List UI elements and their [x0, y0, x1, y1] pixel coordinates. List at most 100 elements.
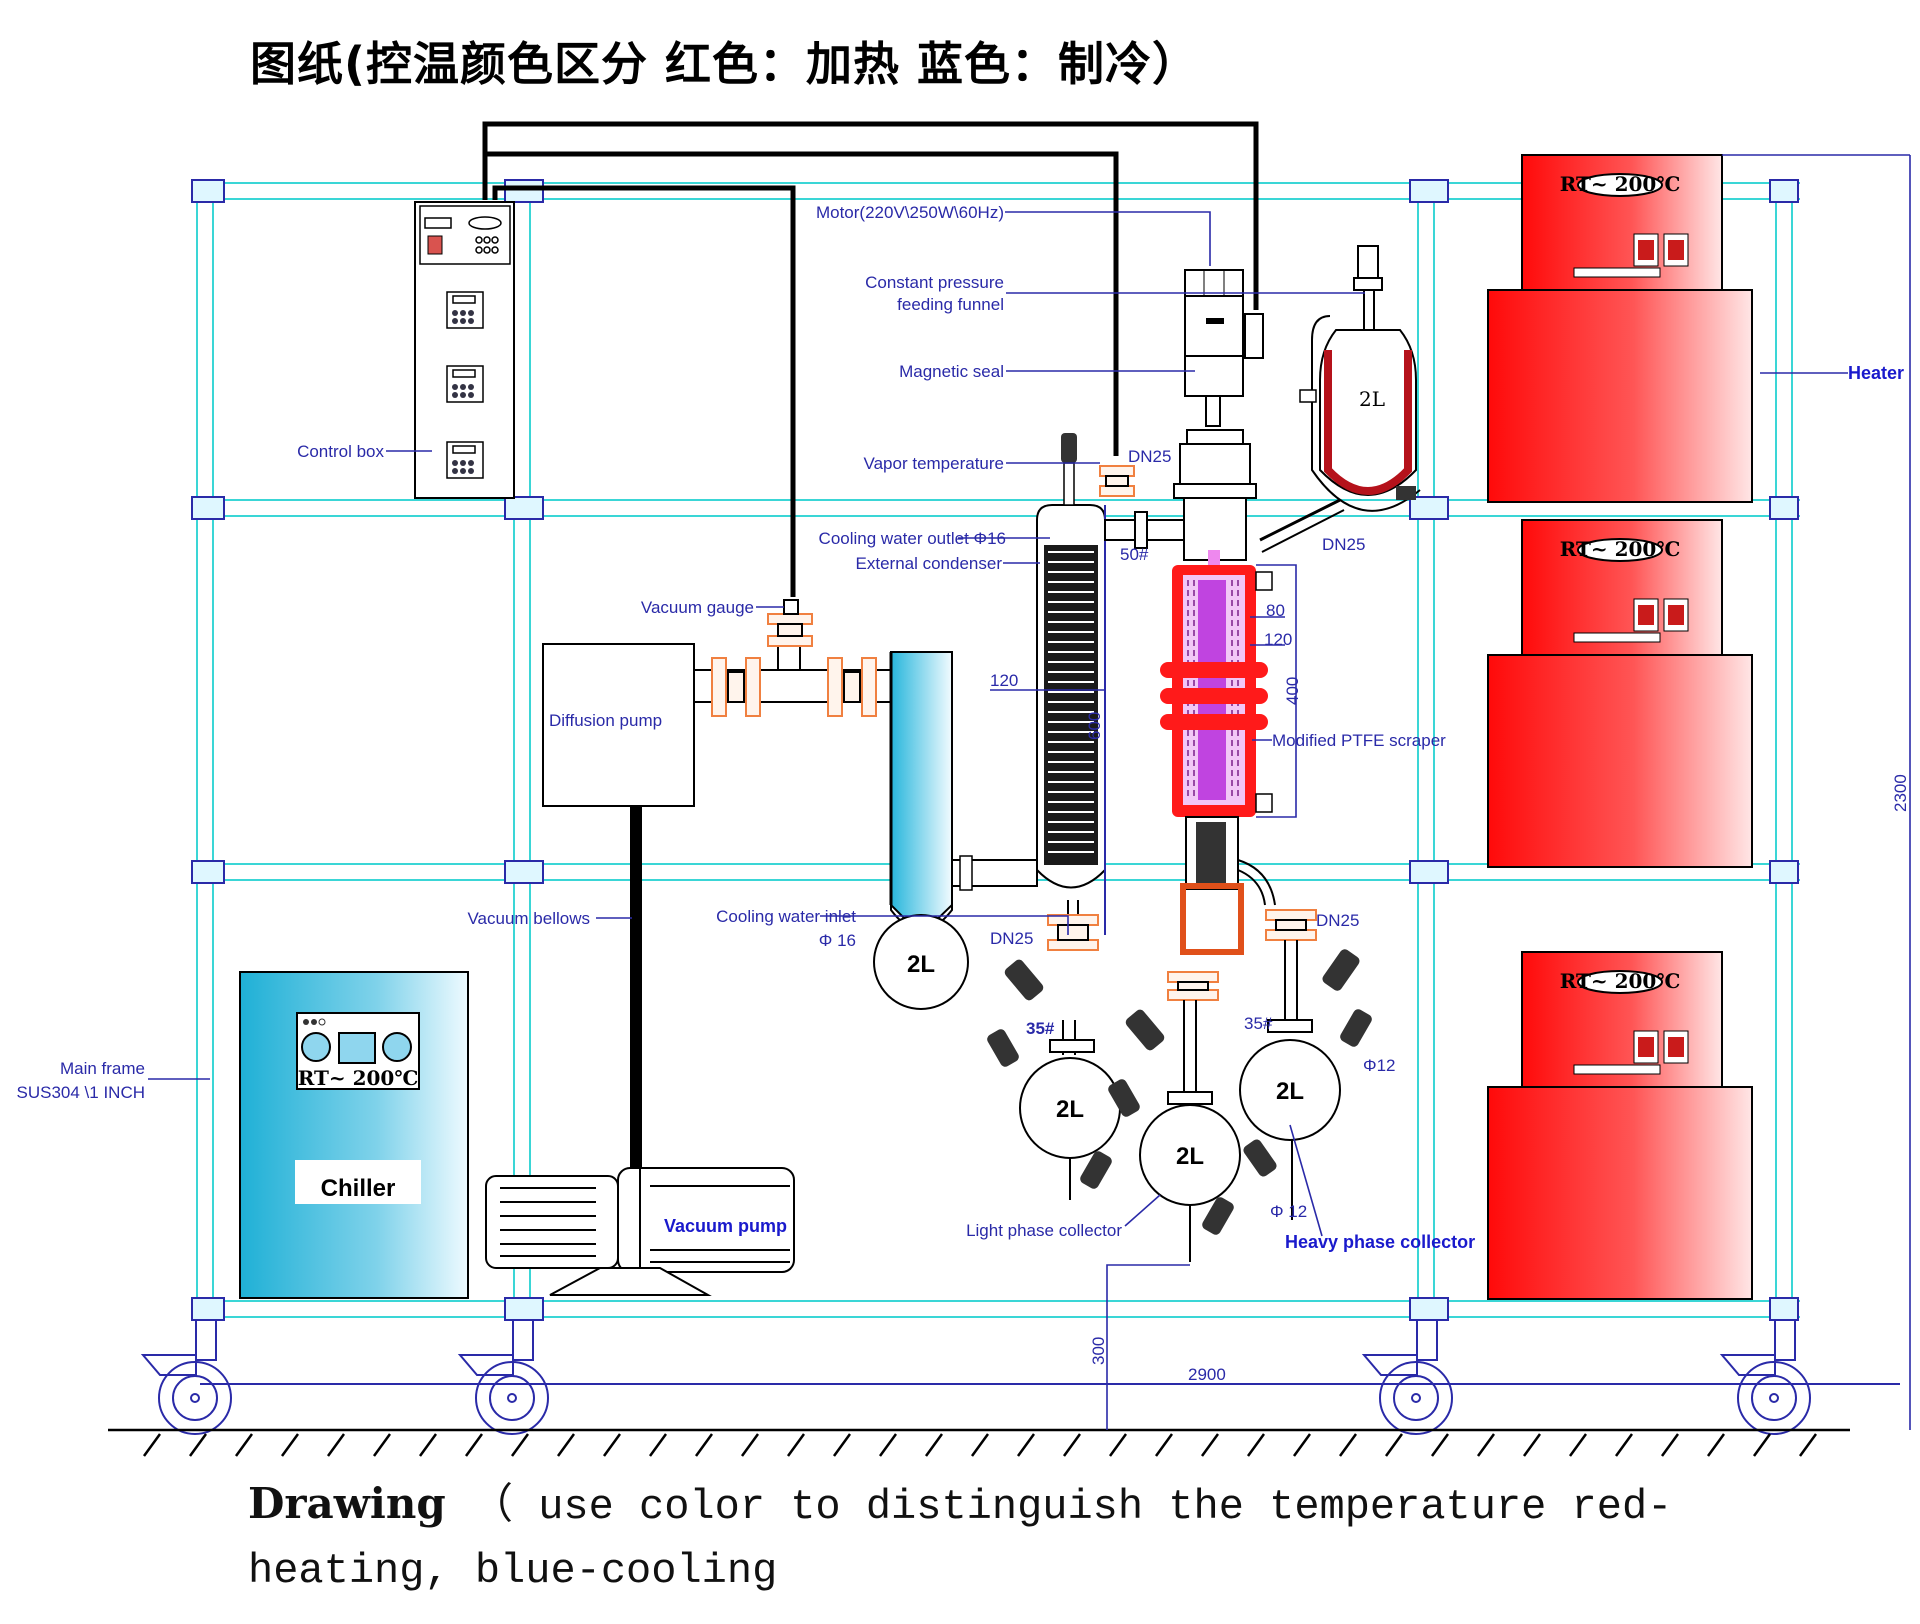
heater-1-range: RT~ 200℃	[1560, 172, 1681, 196]
label-vacuum-bellows: Vacuum bellows	[467, 909, 590, 928]
dim-dn25-feed: DN25	[1322, 535, 1365, 554]
ground-hatch-mark	[924, 1433, 944, 1457]
ground-hatch-mark	[1752, 1433, 1772, 1457]
ground-hatch-mark	[280, 1433, 300, 1457]
volume-feed-flask: 2L	[1359, 387, 1385, 411]
label-chiller: Chiller	[321, 1175, 396, 1202]
dim-phi12-bottom: Φ 12	[1270, 1202, 1307, 1221]
label-external-condenser: External condenser	[856, 554, 1003, 573]
ground-hatch-mark	[326, 1433, 346, 1457]
label-diffusion-pump: Diffusion pump	[549, 711, 662, 730]
chiller-temperature-range: RT~ 200℃	[298, 1066, 419, 1090]
chiller	[239, 971, 469, 1299]
volume-collector-right: 2L	[1276, 1078, 1304, 1105]
ground-hatch-mark	[1798, 1433, 1818, 1457]
volume-collector-left: 2L	[1056, 1096, 1084, 1123]
ground-hatch-mark	[740, 1433, 760, 1457]
ground-hatch-mark	[372, 1433, 392, 1457]
label-heater: Heater	[1848, 363, 1904, 383]
flange-heavy-phase	[1265, 909, 1317, 941]
magnetic-seal	[1184, 355, 1244, 427]
volume-cold-trap-flask: 2L	[907, 951, 935, 978]
ground-line	[108, 1428, 1850, 1457]
collector-left	[987, 959, 1121, 1200]
flange-light-phase	[1167, 971, 1219, 1001]
dim-condenser-length: 600	[1085, 712, 1104, 740]
ground-hatch-mark	[1660, 1433, 1680, 1457]
internal-condenser	[1167, 816, 1317, 1001]
ground-hatch-mark	[1338, 1433, 1358, 1457]
ground-hatch-mark	[1614, 1433, 1634, 1457]
cold-trap	[873, 651, 1038, 1010]
evaporator-head	[1173, 429, 1257, 568]
vacuum-pipe	[693, 599, 895, 717]
feeding-funnel	[1259, 245, 1421, 553]
drawing-title: 图纸(控温颜色区分 红色：加热 蓝色：制冷）	[250, 37, 1200, 91]
ground-hatch-mark	[832, 1433, 852, 1457]
ground-hatch-mark	[648, 1433, 668, 1457]
label-main-frame: Main frame	[60, 1059, 145, 1078]
flange-2	[827, 657, 877, 717]
ground-hatch-mark	[1384, 1433, 1404, 1457]
dim-height-300: 300	[1089, 1337, 1108, 1365]
dim-dn25-vapor: DN25	[1128, 447, 1171, 466]
label-heavy-phase-collector: Heavy phase collector	[1285, 1232, 1475, 1252]
label-light-phase-collector: Light phase collector	[966, 1221, 1122, 1240]
ground-hatch-mark	[1200, 1433, 1220, 1457]
dim-dn25-heavy: DN25	[1316, 911, 1359, 930]
flange-1	[711, 657, 761, 717]
caster-wheels	[140, 1319, 1900, 1435]
dim-phi12-top: Φ12	[1363, 1056, 1395, 1075]
vacuum-pump	[485, 1167, 795, 1296]
label-feeding-funnel-1: Constant pressure	[865, 273, 1004, 292]
ground-hatch-mark	[694, 1433, 714, 1457]
ground-hatch-mark	[602, 1433, 622, 1457]
wheel-4	[1719, 1319, 1811, 1435]
volume-collector-middle: 2L	[1176, 1143, 1204, 1170]
ground-hatch-mark	[1568, 1433, 1588, 1457]
labels: Motor(220V\250W\60Hz) Constant pressure …	[17, 172, 1905, 1252]
heater-3	[1487, 951, 1753, 1300]
heater-3-range: RT~ 200℃	[1560, 969, 1681, 993]
ground-hatch-mark	[142, 1433, 162, 1457]
dim-120-jacket: 120	[1264, 630, 1292, 649]
caption-text: （ use color to distinguish the temperatu…	[248, 1483, 1673, 1595]
caption-bold: Drawing	[248, 1479, 446, 1528]
label-main-frame-material: SUS304 \1 INCH	[17, 1083, 146, 1102]
label-feeding-funnel-2: feeding funnel	[897, 295, 1004, 314]
heater-2	[1487, 519, 1753, 868]
heater-1	[1487, 154, 1753, 503]
ground-hatch-mark	[786, 1433, 806, 1457]
dim-dn25-condenser: DN25	[990, 929, 1033, 948]
cold-trap-flask	[873, 914, 969, 1010]
ground-hatch-mark	[188, 1433, 208, 1457]
flange-dn25-condenser	[1047, 914, 1099, 951]
label-magnetic-seal: Magnetic seal	[899, 362, 1004, 381]
vacuum-gauge	[767, 599, 813, 647]
ground-hatch-mark	[510, 1433, 530, 1457]
vapor-temperature-probe	[1061, 433, 1135, 506]
dimension-labels: DN25 DN25 DN25 DN25 50# 35# 35# 80 120 4…	[990, 447, 1910, 1384]
ground-hatch-mark	[1154, 1433, 1174, 1457]
volume-labels: 2L 2L 2L 2L 2L	[907, 387, 1385, 1170]
wheel-1	[140, 1319, 232, 1435]
collector-middle	[1108, 1000, 1241, 1262]
label-vapor-temperature: Vapor temperature	[864, 454, 1004, 473]
dim-height-2300: 2300	[1891, 774, 1910, 812]
ground-hatch-mark	[418, 1433, 438, 1457]
motor	[1184, 269, 1264, 359]
label-cooling-water-outlet: Cooling water outlet Φ16	[819, 529, 1006, 548]
ground-hatch-mark	[1246, 1433, 1266, 1457]
dim-400: 400	[1283, 677, 1302, 705]
dim-joint-35-right: 35#	[1244, 1014, 1273, 1033]
ground-hatch-mark	[878, 1433, 898, 1457]
label-control-box: Control box	[297, 442, 384, 461]
control-box	[414, 201, 515, 499]
ground-hatch-mark	[970, 1433, 990, 1457]
label-motor: Motor(220V\250W\60Hz)	[816, 203, 1004, 222]
heating-jacket	[1160, 565, 1273, 817]
ground-hatch-mark	[1706, 1433, 1726, 1457]
dim-80: 80	[1266, 601, 1285, 620]
ground-hatch-mark	[1108, 1433, 1128, 1457]
